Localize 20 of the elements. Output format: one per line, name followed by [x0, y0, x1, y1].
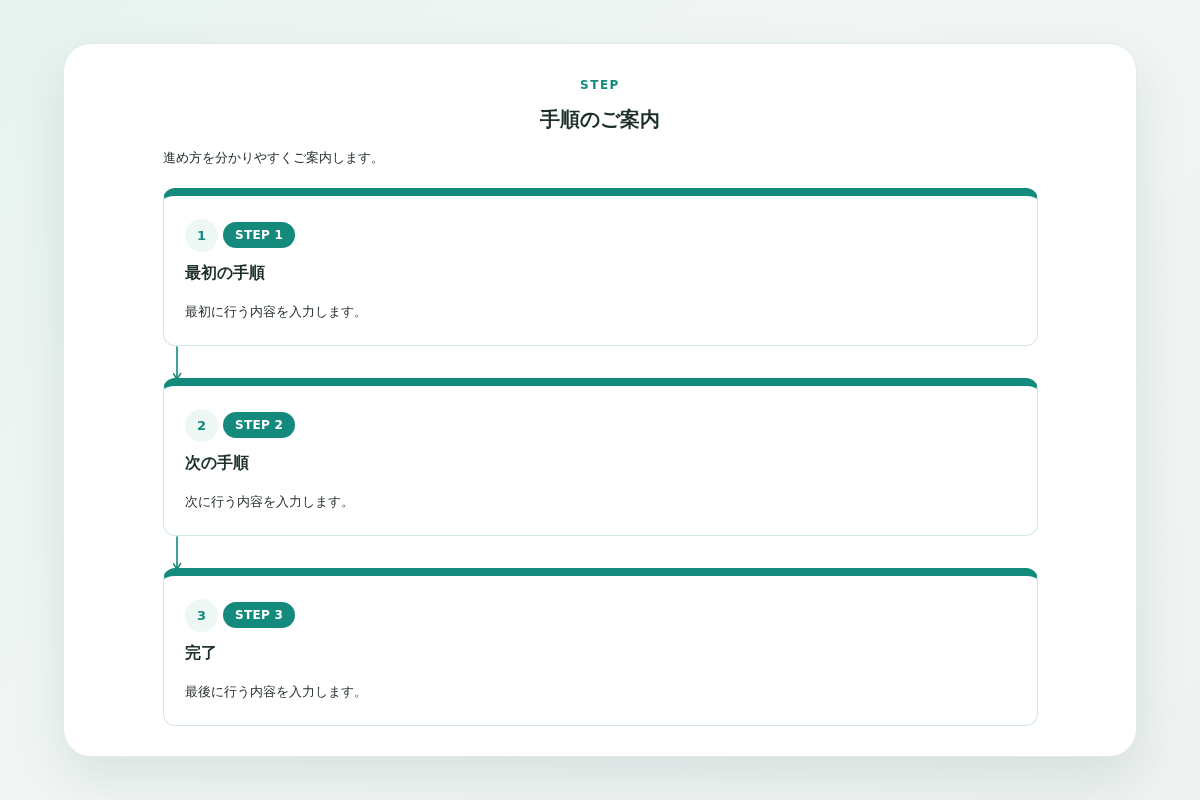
step-heading: 最初の手順 — [185, 262, 265, 284]
step-description: 最初に行う内容を入力します。 — [185, 303, 367, 321]
number-badge: 2 — [185, 408, 218, 442]
step-description: 最後に行う内容を入力します。 — [185, 683, 367, 701]
number-badge: 3 — [185, 598, 218, 632]
title: 手順のご案内 — [540, 106, 660, 133]
arrow — [172, 346, 182, 380]
step-description: 次に行う内容を入力します。 — [185, 493, 354, 511]
intro-text: 進め方を分かりやすくご案内します。 — [163, 149, 384, 167]
arrow — [172, 536, 182, 570]
step-tag: STEP 2 — [223, 412, 296, 438]
step-heading: 次の手順 — [185, 452, 249, 474]
step-card — [163, 188, 1038, 346]
step-tag: STEP 3 — [223, 602, 296, 628]
number-badge: 1 — [185, 218, 218, 252]
step-card — [163, 378, 1038, 536]
step-tag: STEP 1 — [223, 222, 296, 248]
step-card — [163, 568, 1038, 726]
eyebrow-label: STEP — [580, 77, 620, 93]
step-heading: 完了 — [185, 642, 217, 664]
